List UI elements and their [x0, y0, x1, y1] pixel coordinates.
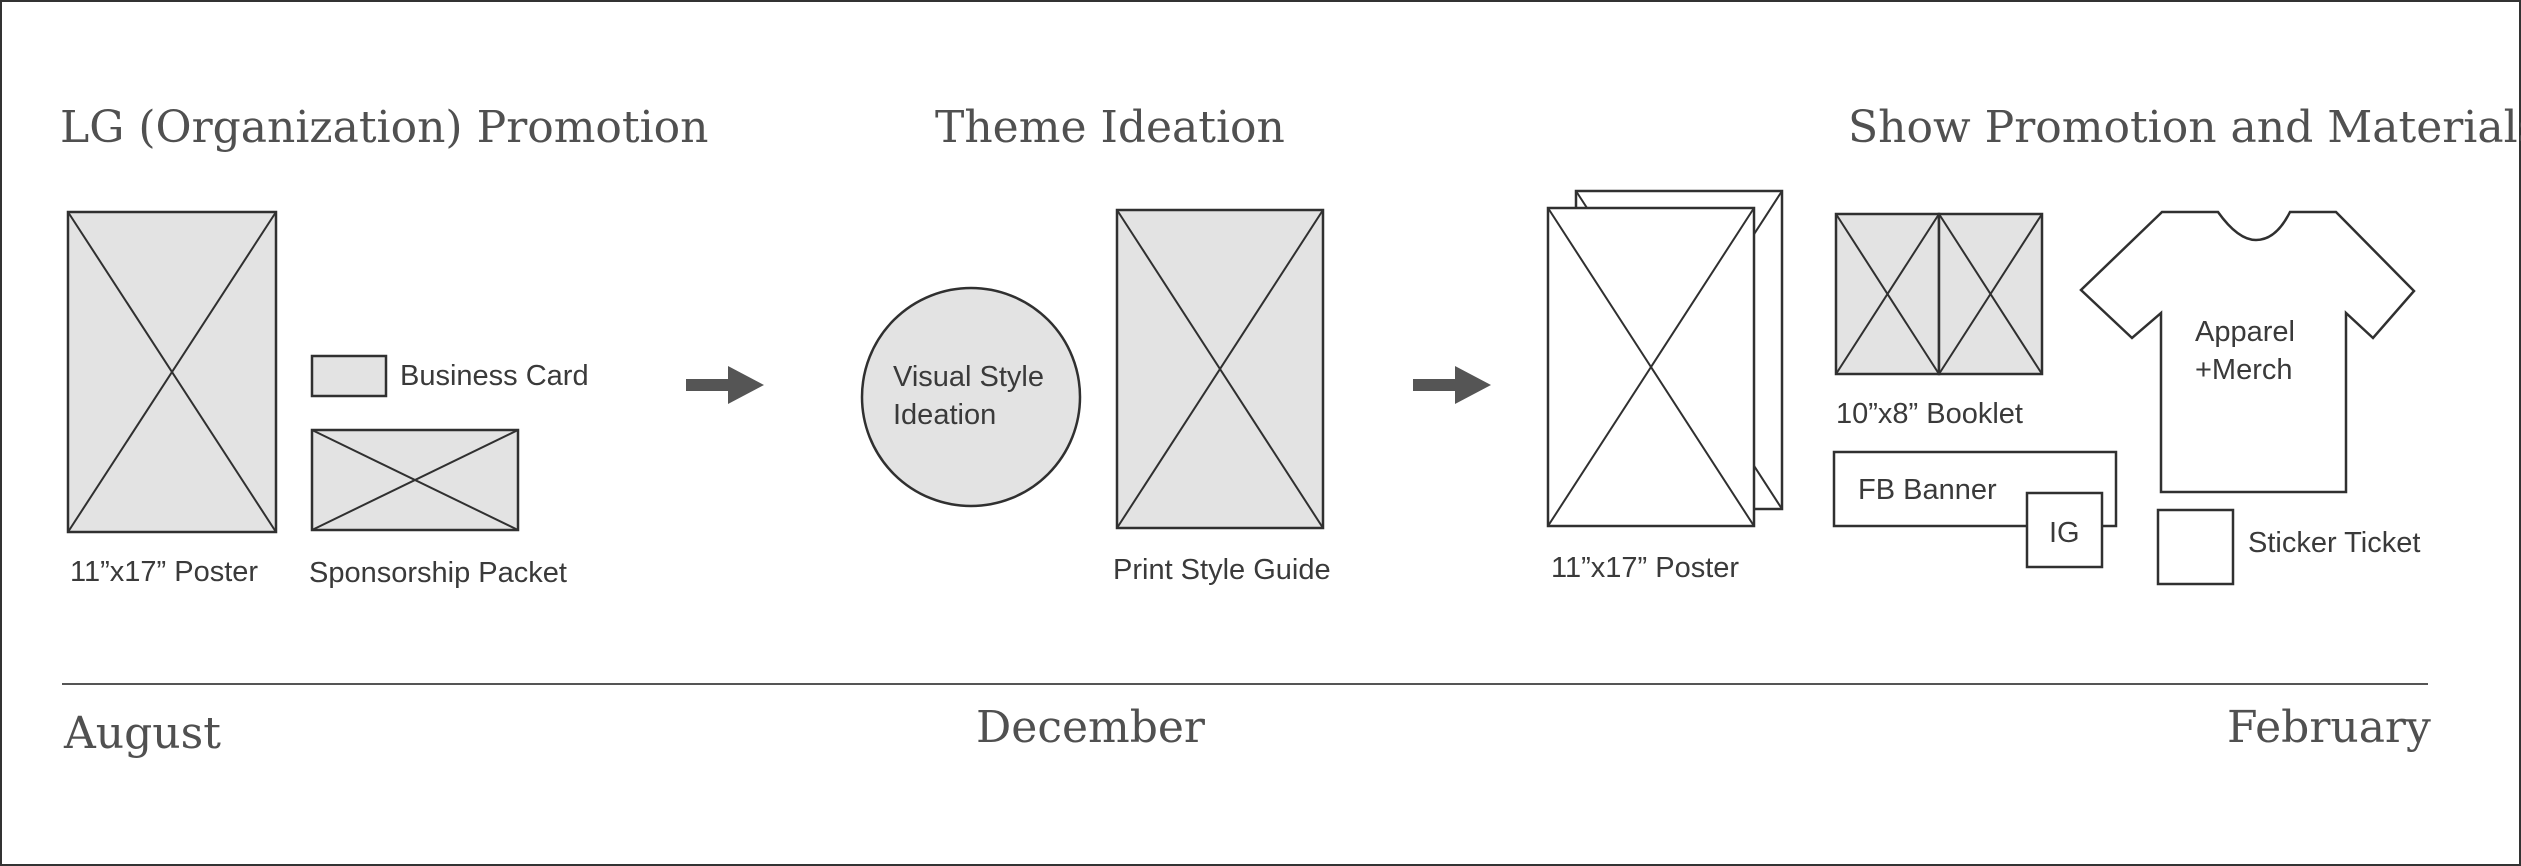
apparel-label-line1: Apparel	[2195, 316, 2295, 348]
arrow-right-icon	[1413, 366, 1491, 404]
visual-style-ideation-circle	[860, 286, 1082, 508]
fb-banner-label: FB Banner	[1858, 474, 1997, 506]
booklet-label: 10”x8” Booklet	[1836, 398, 2023, 430]
visual-style-label-line1: Visual Style	[893, 361, 1044, 393]
sponsorship-packet-label: Sponsorship Packet	[309, 557, 567, 589]
business-card-placeholder	[310, 354, 388, 398]
timeline-start: August	[63, 708, 221, 759]
visual-style-label-line2: Ideation	[893, 399, 996, 431]
timeline-middle: December	[976, 702, 1206, 753]
sticker-ticket-placeholder	[2156, 508, 2235, 586]
sticker-ticket-label: Sticker Ticket	[2248, 527, 2420, 559]
print-style-guide-placeholder	[1115, 208, 1325, 530]
ig-placeholder	[2025, 491, 2104, 569]
heading-lg-promotion: LG (Organization) Promotion	[60, 102, 709, 153]
ig-label: IG	[2049, 517, 2080, 549]
poster-right-label: 11”x17” Poster	[1551, 552, 1739, 584]
booklet-placeholder	[1834, 212, 2044, 376]
poster-left-placeholder	[66, 210, 278, 534]
sponsorship-packet-placeholder	[310, 428, 520, 532]
apparel-label-line2: +Merch	[2195, 354, 2293, 386]
poster-stack-placeholder	[1546, 189, 1784, 528]
poster-left-label: 11”x17” Poster	[70, 556, 258, 588]
arrow-right-icon	[686, 366, 764, 404]
print-style-guide-label: Print Style Guide	[1113, 554, 1331, 586]
timeline-end: February	[2227, 702, 2431, 753]
business-card-label: Business Card	[400, 360, 589, 392]
heading-theme-ideation: Theme Ideation	[935, 102, 1285, 153]
heading-show-promotion: Show Promotion and Materials	[1848, 102, 2521, 153]
t-shirt-icon	[2079, 210, 2416, 494]
